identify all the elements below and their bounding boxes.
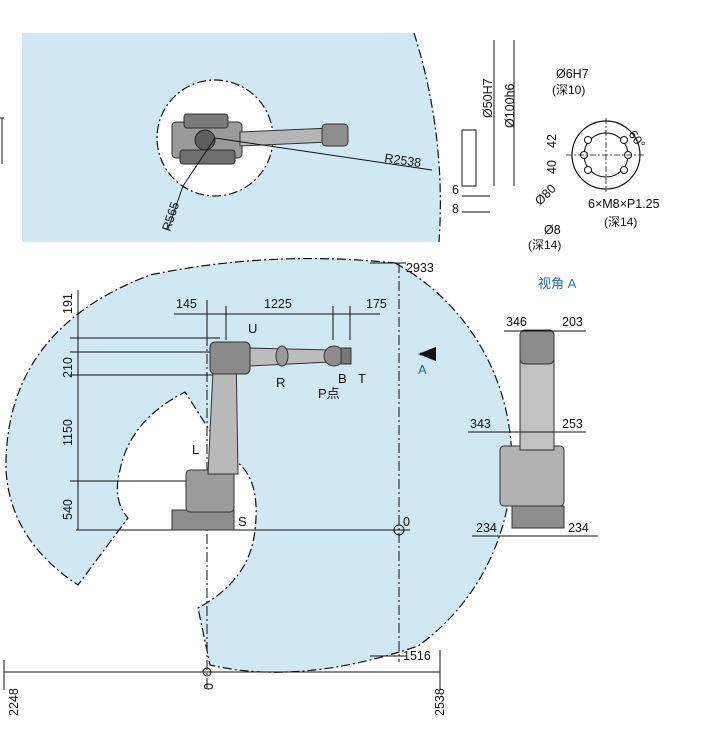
dim-145: 145: [176, 297, 197, 311]
view-a-arrow-label: A: [418, 362, 427, 377]
axis-u: U: [248, 321, 257, 336]
flange-front-view: Ø6H7 (深10) 60° 42 40 Ø80 6×M8×P1.25 (深14…: [528, 67, 660, 252]
top-view-r-outer: R2538: [384, 151, 422, 170]
flange-hole-bottom-depth: (深14): [528, 238, 561, 252]
axis-r: R: [276, 375, 285, 390]
flange-d42: 42: [545, 134, 559, 148]
flange-bolts-depth: (深14): [604, 215, 637, 229]
axis-s: S: [238, 514, 247, 529]
top-view-robot: [171, 113, 349, 165]
flange-side-view: Ø50H7 Ø100h6 6 8: [452, 40, 517, 216]
view-a-d234-right: 234: [568, 521, 589, 535]
axis-t: T: [358, 371, 366, 386]
dim-191: 191: [61, 293, 75, 314]
top-view-outer-boundary: [413, 32, 441, 243]
flange-d40: 40: [545, 160, 559, 174]
dim-540: 540: [61, 499, 75, 520]
side-view: 2933 1516 0 0 2248 2538 145 1225 175 191…: [3, 257, 513, 716]
side-view-robot: [171, 341, 352, 531]
view-a-d343: 343: [470, 417, 491, 431]
view-a-d203: 203: [562, 315, 583, 329]
dim-1150: 1150: [61, 419, 75, 446]
view-a: 视角 A 346 203 343 253 234 234: [468, 276, 598, 537]
flange-hole-top: Ø6H7: [556, 67, 589, 81]
flange-side-d6: 6: [452, 183, 459, 197]
flange-side-d50: Ø50H7: [481, 78, 495, 118]
axis-l: L: [192, 442, 199, 457]
side-view-zero-right: 0: [403, 515, 410, 529]
flange-d80: Ø80: [532, 181, 559, 208]
axis-b: B: [338, 371, 347, 386]
side-view-reach-bottom: 1516: [403, 649, 431, 663]
side-view-x-left: 2248: [7, 688, 21, 716]
flange-side-d8: 8: [452, 202, 459, 216]
dim-1225: 1225: [264, 297, 292, 311]
view-a-title: 视角 A: [538, 276, 577, 291]
dim-210: 210: [61, 357, 75, 378]
side-view-zero-bottom: 0: [202, 683, 216, 690]
side-view-x-right: 2538: [433, 688, 447, 716]
flange-side-d100: Ø100h6: [503, 83, 517, 128]
view-a-d253: 253: [562, 417, 583, 431]
view-a-d234-left: 234: [476, 521, 497, 535]
flange-bolts: 6×M8×P1.25: [588, 197, 660, 211]
side-view-workspace: [5, 257, 513, 673]
dim-175: 175: [366, 297, 387, 311]
view-a-d346: 346: [506, 315, 527, 329]
top-view: R2538 R565: [0, 32, 441, 243]
p-point-label: P点: [318, 386, 340, 401]
side-view-reach-top: 2933: [406, 261, 434, 275]
flange-hole-top-depth: (深10): [552, 83, 585, 97]
flange-hole-bottom: Ø8: [544, 223, 561, 237]
